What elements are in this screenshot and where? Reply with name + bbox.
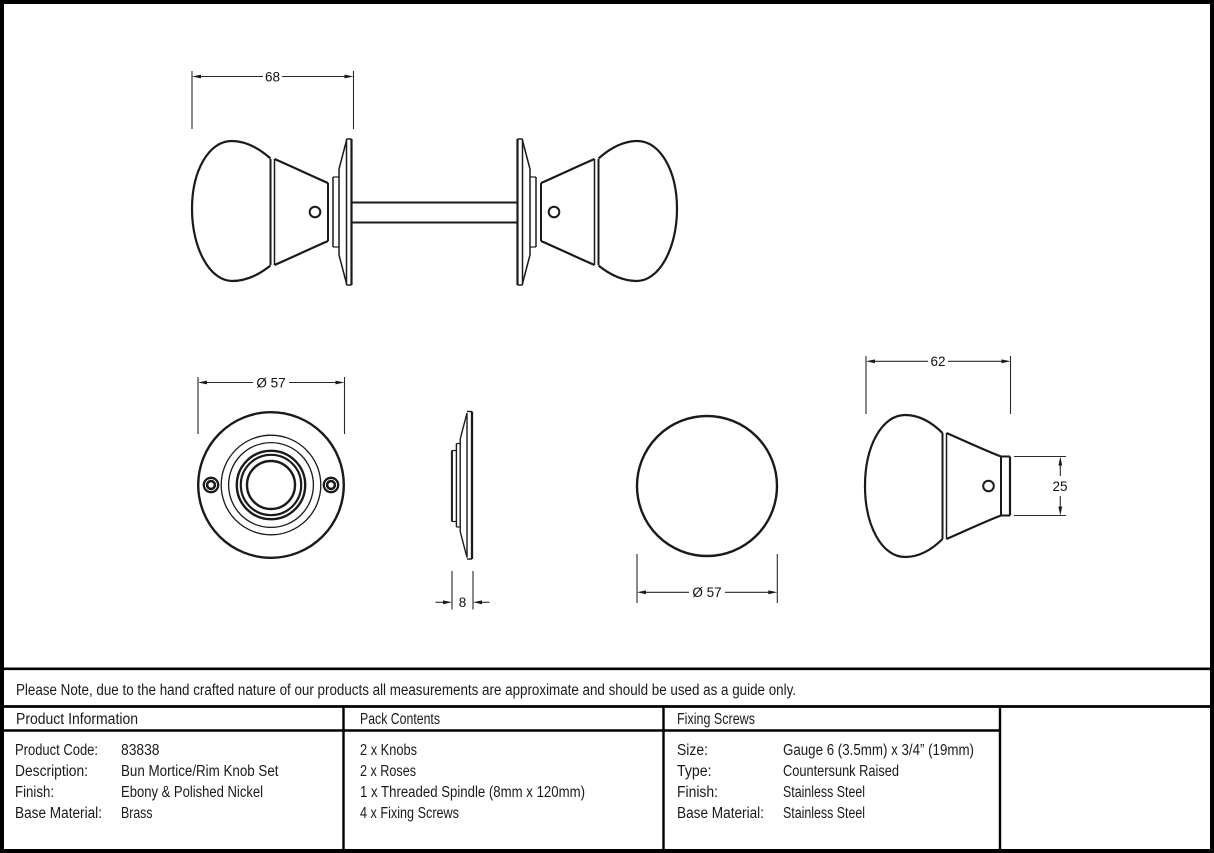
svg-text:Type:: Type: (677, 763, 712, 780)
svg-text:Fixing Screws: Fixing Screws (677, 711, 755, 728)
svg-text:Product Code:: Product Code: (15, 742, 98, 759)
svg-text:Ebony & Polished Nickel: Ebony & Polished Nickel (121, 784, 263, 801)
svg-text:Stainless Steel: Stainless Steel (783, 784, 865, 801)
svg-text:Size:: Size: (677, 742, 708, 759)
svg-text:Base Material:: Base Material: (15, 805, 102, 822)
svg-text:8: 8 (459, 595, 467, 610)
svg-text:4 x Fixing Screws: 4 x Fixing Screws (360, 805, 459, 822)
svg-text:Bun Mortice/Rim Knob Set: Bun Mortice/Rim Knob Set (121, 763, 279, 780)
svg-text:Finish:: Finish: (677, 784, 718, 801)
svg-text:1 x Threaded Spindle (8mm x 12: 1 x Threaded Spindle (8mm x 120mm) (360, 784, 585, 801)
svg-text:Finish:: Finish: (15, 784, 54, 801)
svg-text:2 x Knobs: 2 x Knobs (360, 742, 417, 759)
svg-text:2 x Roses: 2 x Roses (360, 763, 416, 780)
svg-text:Stainless Steel: Stainless Steel (783, 805, 865, 822)
svg-text:Countersunk Raised: Countersunk Raised (783, 763, 899, 780)
svg-text:Brass: Brass (121, 805, 153, 822)
svg-text:25: 25 (1052, 479, 1067, 494)
svg-text:Ø 57: Ø 57 (692, 585, 721, 600)
svg-text:68: 68 (265, 69, 280, 84)
svg-text:Base Material:: Base Material: (677, 805, 764, 822)
svg-text:Please Note, due to the hand c: Please Note, due to the hand crafted nat… (16, 682, 796, 699)
svg-text:Description:: Description: (15, 763, 88, 780)
svg-text:Pack Contents: Pack Contents (360, 711, 440, 728)
svg-text:Ø 57: Ø 57 (256, 375, 285, 390)
svg-text:Gauge 6 (3.5mm) x 3/4” (19mm): Gauge 6 (3.5mm) x 3/4” (19mm) (783, 742, 974, 759)
svg-text:62: 62 (930, 354, 945, 369)
svg-text:83838: 83838 (121, 742, 160, 759)
svg-text:Product Information: Product Information (16, 711, 138, 728)
